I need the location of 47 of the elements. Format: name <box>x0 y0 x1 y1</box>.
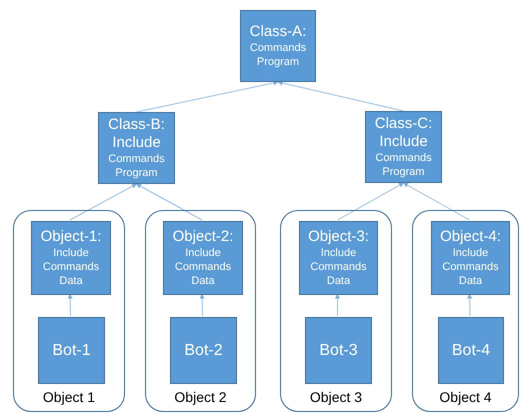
box-title: Bot-2 <box>184 342 223 360</box>
box-body: Commands Program <box>248 40 308 70</box>
box-title: Class-B: Include <box>107 116 166 152</box>
object-group-frame <box>280 210 392 412</box>
box-title: Object-4: <box>440 228 501 246</box>
box-title: Object-2: <box>172 228 234 246</box>
box-title: Object-1: <box>40 228 102 246</box>
box-body: Commands Program <box>107 152 166 180</box>
group-label: Object 3 <box>308 389 364 405</box>
box-title: Bot-4 <box>452 342 490 360</box>
arrow <box>200 294 205 316</box>
arrow <box>136 80 278 112</box>
group-label: Object 4 <box>438 389 493 405</box>
box-title: Class-C: Include <box>374 114 434 151</box>
class-box <box>240 10 316 82</box>
arrow <box>136 184 202 220</box>
bot-box <box>170 317 237 384</box>
arrow <box>337 182 404 220</box>
object-box <box>299 221 378 295</box>
object-box <box>31 221 111 295</box>
bot-box <box>305 317 372 384</box>
box-title: Bot-3 <box>319 342 358 360</box>
arrow <box>70 184 137 220</box>
bot-box <box>438 317 504 384</box>
group-label: Object 1 <box>42 389 96 405</box>
class-box <box>365 111 442 183</box>
group-label: Object 2 <box>173 389 228 405</box>
box-title: Object-3: <box>308 228 369 246</box>
arrow <box>467 294 472 316</box>
box-body: Commands Program <box>374 150 433 180</box>
arrow <box>68 294 73 316</box>
class-box <box>98 112 175 184</box>
object-group-frame <box>412 210 519 412</box>
object-group-frame <box>145 210 256 412</box>
box-body: Include Commands Data <box>309 246 368 288</box>
arrow <box>278 80 404 112</box>
bot-box <box>38 317 105 384</box>
arrow <box>403 182 470 220</box>
object-group-frame <box>13 210 125 412</box>
arrow <box>335 294 340 316</box>
object-box <box>431 221 510 295</box>
object-box <box>163 221 243 295</box>
box-body: Include Commands Data <box>174 246 232 288</box>
box-body: Include Commands Data <box>441 246 500 288</box>
box-title: Class-A: <box>250 22 306 41</box>
box-title: Bot-1 <box>52 342 91 360</box>
box-body: Include Commands Data <box>42 246 100 288</box>
